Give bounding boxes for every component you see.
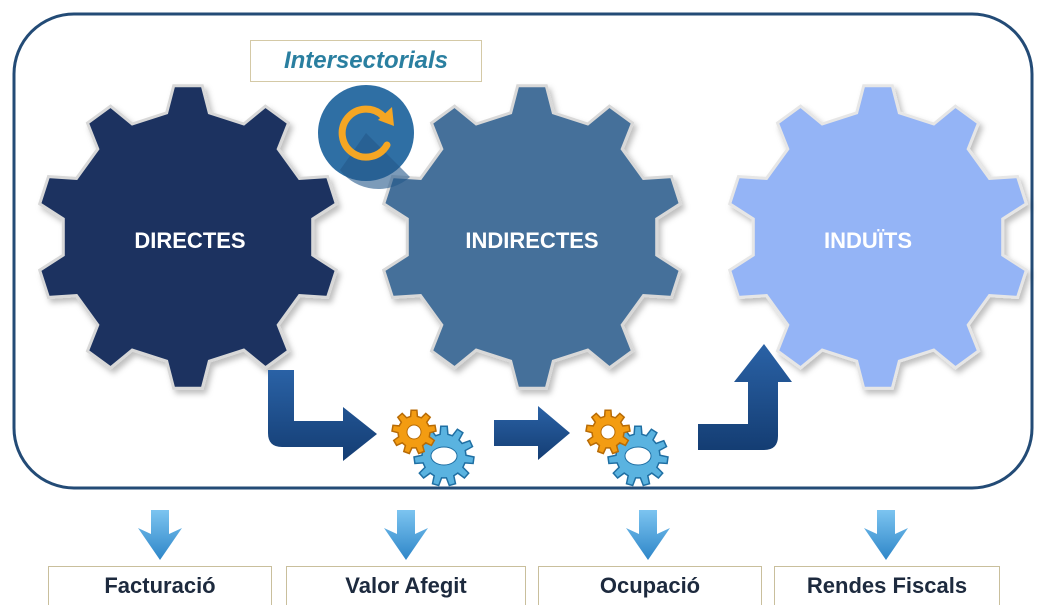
flow-arrow-icon bbox=[698, 344, 792, 450]
output-box-ocupacio: Ocupació bbox=[538, 566, 762, 605]
cycle-icon bbox=[318, 85, 414, 190]
flow-arrow-icon bbox=[494, 406, 570, 460]
small-gear-hole bbox=[430, 446, 458, 466]
gear-label-indirect: INDIRECTES bbox=[465, 228, 599, 253]
output-box-rendes-fiscals: Rendes Fiscals bbox=[774, 566, 1000, 605]
output-box-valor-afegit: Valor Afegit bbox=[286, 566, 526, 605]
flow-arrow-icon bbox=[268, 370, 377, 461]
down-arrow-icon bbox=[626, 510, 670, 560]
gear-induced bbox=[727, 84, 1029, 390]
gear-label-direct: DIRECTES bbox=[134, 228, 246, 253]
small-gear-hole bbox=[624, 446, 652, 466]
small-gear-hole bbox=[406, 424, 422, 440]
gear-label-induced: INDUÏTS bbox=[824, 228, 912, 253]
small-gears-icon bbox=[391, 409, 475, 487]
down-arrow-icon bbox=[864, 510, 908, 560]
gear-indirect bbox=[381, 84, 683, 390]
output-box-facturacio: Facturació bbox=[48, 566, 272, 605]
intersectorial-label: Intersectorials bbox=[250, 40, 482, 82]
small-gears-icon bbox=[585, 409, 669, 487]
down-arrow-icon bbox=[138, 510, 182, 560]
small-gear-hole bbox=[600, 424, 616, 440]
gear-direct bbox=[37, 84, 339, 390]
down-arrow-icon bbox=[384, 510, 428, 560]
